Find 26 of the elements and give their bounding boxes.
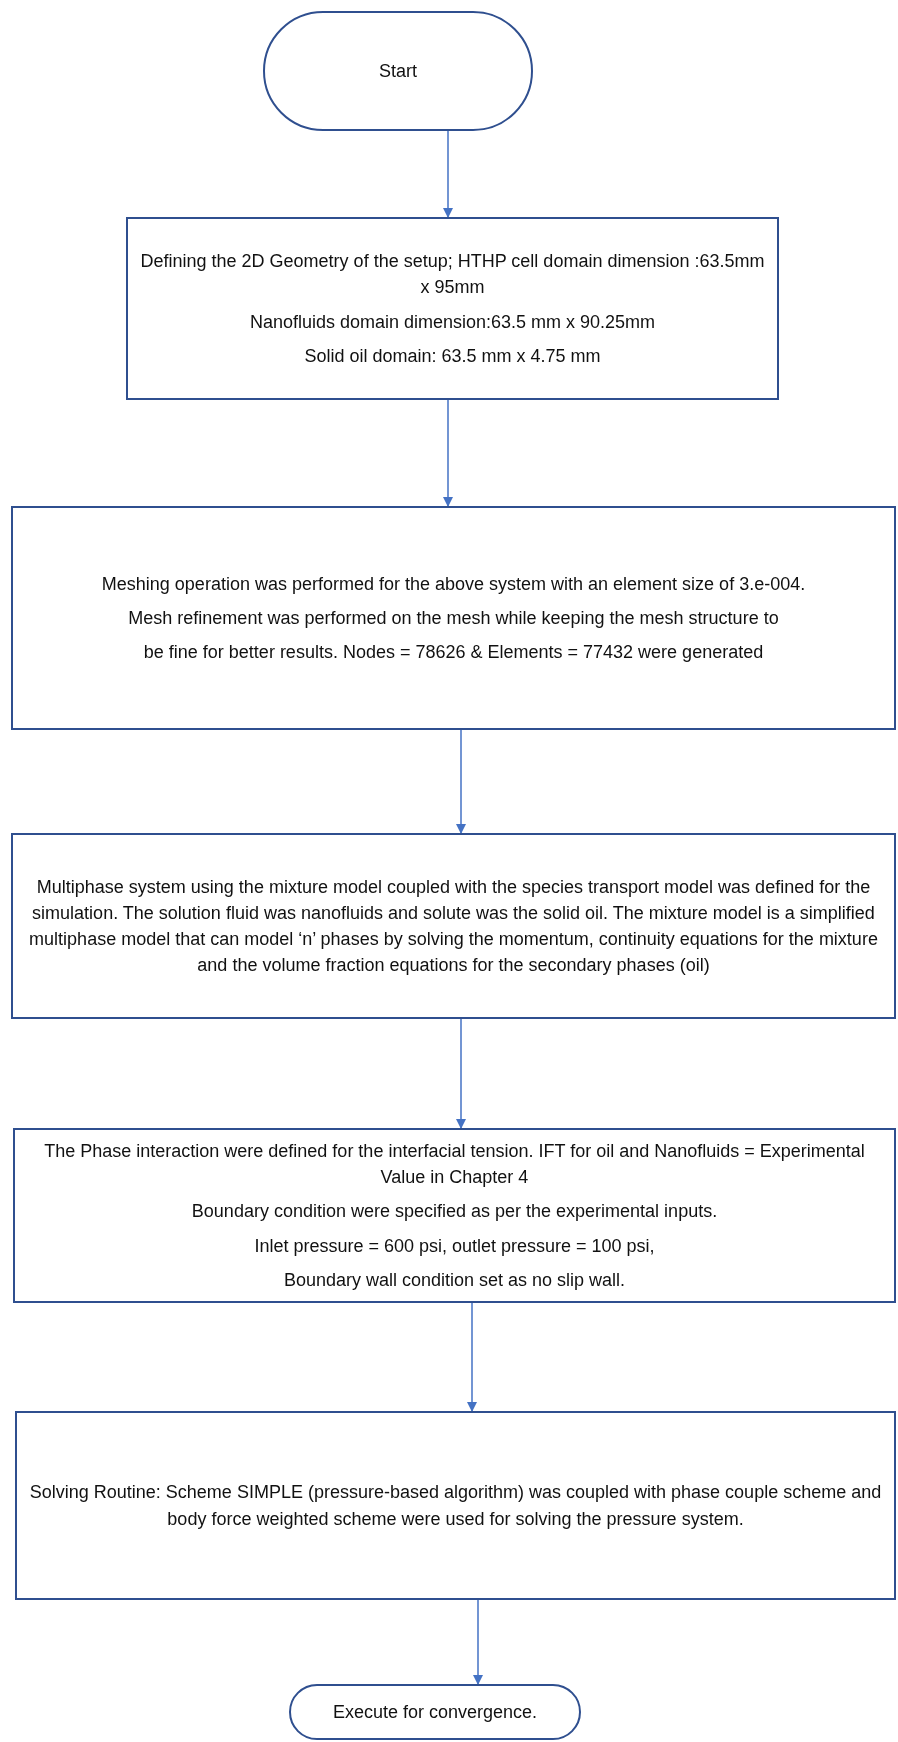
step-text: Multiphase system using the mixture model coupled with the species transport model was defined for the simulation. The solution fluid was nanofluids and solute was the solid oil. The mixture model is a simplified multiphase model that can model ‘n’ phases by solving the momentum, continuity equations for the mixture and the volume fraction equations for the secondary phases (oil) bbox=[28, 875, 879, 978]
step-text: Mesh refinement was performed on the mesh while keeping the mesh structure to bbox=[128, 606, 779, 630]
step-text: Defining the 2D Geometry of the setup; HTHP cell domain dimension :63.5mm x 95mm bbox=[140, 250, 765, 300]
step-text: Nanofluids domain dimension:63.5 mm x 90.25mm bbox=[249, 310, 656, 334]
terminator-pill bbox=[289, 1684, 581, 1740]
arrow bbox=[456, 1018, 466, 1129]
arrow bbox=[443, 130, 453, 218]
arrow bbox=[473, 1599, 483, 1685]
arrow bbox=[443, 399, 453, 507]
step-text: Meshing operation was performed for the above system with an element size of 3.e-004. bbox=[101, 572, 806, 596]
step-text: be fine for better results. Nodes = 78626 & Elements = 77432 were generated bbox=[143, 641, 764, 665]
process-box bbox=[13, 1128, 896, 1303]
process-box bbox=[11, 833, 896, 1019]
step-text: Solid oil domain: 63.5 mm x 4.75 mm bbox=[304, 344, 601, 368]
process-box bbox=[126, 217, 779, 400]
step-text: Inlet pressure = 600 psi, outlet pressure = 100 psi, bbox=[254, 1234, 655, 1258]
step-text: Solving Routine: Scheme SIMPLE (pressure-based algorithm) was coupled with phase couple scheme and body force weighted scheme were used for solving the pressure system. bbox=[29, 1481, 882, 1531]
step-text: Boundary wall condition set as no slip wall. bbox=[283, 1268, 626, 1292]
step-text: Start bbox=[379, 59, 417, 83]
step-text: Boundary condition were specified as per the experimental inputs. bbox=[191, 1200, 718, 1224]
arrow bbox=[456, 729, 466, 834]
process-box bbox=[15, 1411, 896, 1600]
step-text: The Phase interaction were defined for the interfacial tension. IFT for oil and Nanofluids = Experimental Value in Chapter 4 bbox=[43, 1140, 866, 1190]
process-box bbox=[11, 506, 896, 730]
arrow bbox=[467, 1302, 477, 1412]
step-text: Execute for convergence. bbox=[332, 1700, 538, 1724]
